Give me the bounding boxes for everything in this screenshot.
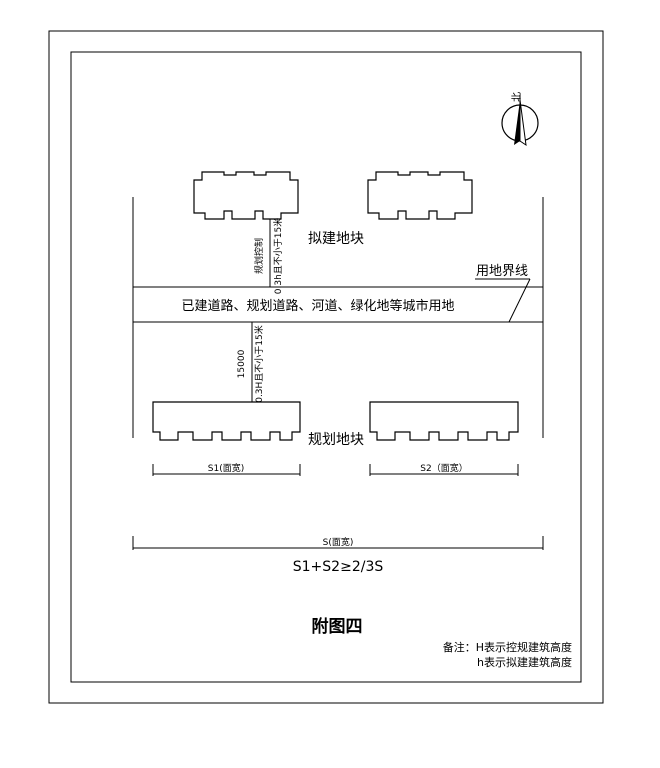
boundary-leader-line (508, 278, 531, 323)
bottom-dimension-label-1: 15000 (237, 349, 247, 378)
bottom-dimension-label-2: 0.3H且不小于15米 (253, 325, 265, 403)
note-line-2: h表示拟建建筑高度 (477, 655, 572, 669)
planned-block-label: 规划地块 (308, 432, 364, 448)
note-line-1: 备注：H表示控规建筑高度 (443, 640, 572, 654)
s1-label: S1(面宽) (208, 462, 244, 474)
s-total-label: S(面宽) (323, 536, 354, 548)
s1-dimension (152, 464, 301, 476)
proposed-block-label: 拟建地块 (308, 231, 364, 247)
boundary-label: 用地界线 (476, 264, 528, 279)
proposed-building-right (367, 171, 473, 220)
s2-label: S2（面宽） (420, 462, 467, 474)
formula-text: S1+S2≥2/3S (293, 559, 384, 575)
north-arrow-icon (501, 95, 539, 147)
outer-frame (48, 30, 604, 704)
s-total-dimension (132, 536, 544, 550)
planned-building-left (152, 401, 301, 441)
top-dimension-label-2: 0.3h且不小于15米 (272, 218, 284, 294)
top-dimension-label-1: 规划控制 (253, 238, 265, 274)
proposed-building-left (193, 171, 299, 220)
north-label: 北 (511, 92, 523, 102)
figure-title: 附图四 (312, 616, 363, 637)
inner-frame (70, 51, 582, 683)
s2-dimension (369, 464, 519, 476)
road-label: 已建道路、规划道路、河道、绿化地等城市用地 (181, 298, 454, 314)
planned-building-right (369, 401, 519, 441)
